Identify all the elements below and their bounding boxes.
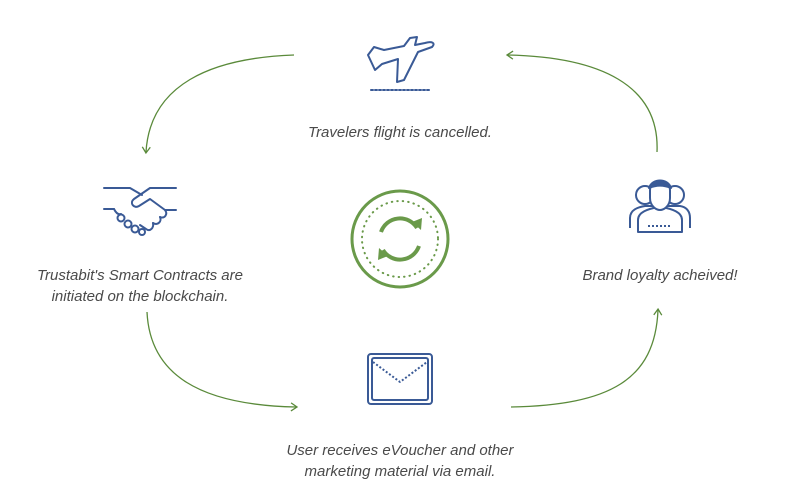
- handshake-icon: [103, 187, 177, 236]
- step-contracts-line-1: Trustabit's Smart Contracts are: [37, 267, 243, 284]
- step-email-line-1: User receives eVoucher and other: [286, 442, 514, 459]
- step-email-line-2: marketing material via email.: [304, 463, 496, 480]
- arrow-bottom-right: [510, 307, 663, 408]
- arrow-bottom-left: [146, 311, 299, 412]
- step-flight-line-1: Travelers flight is cancelled.: [308, 124, 492, 141]
- step-brand-loyalty: Brand loyalty acheived!: [560, 265, 760, 286]
- envelope-icon: [367, 353, 433, 405]
- refresh-cycle-icon: [350, 189, 450, 289]
- step-smart-contracts: Trustabit's Smart Contracts are initiate…: [10, 265, 270, 307]
- step-flight-cancelled: Travelers flight is cancelled.: [250, 122, 550, 143]
- airplane-icon: [367, 36, 435, 91]
- step-loyalty-line-1: Brand loyalty acheived!: [582, 267, 738, 284]
- users-group-icon: [629, 179, 691, 233]
- step-email-voucher: User receives eVoucher and other marketi…: [230, 440, 570, 482]
- arrow-top-left: [141, 54, 295, 155]
- step-contracts-line-2: initiated on the blockchain.: [51, 288, 229, 305]
- arrow-top-right: [505, 50, 658, 153]
